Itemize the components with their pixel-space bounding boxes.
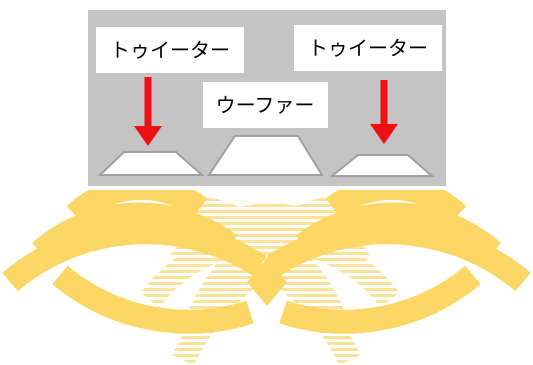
tweeter-icon [329,154,435,177]
left-tweeter-label-box [96,27,244,73]
left-tweeter-label: トゥイーター [110,38,230,62]
right-tweeter-label: トゥイーター [308,36,428,60]
woofer-label-box [203,82,328,128]
woofer-icon [207,135,324,176]
tweeter-icon [97,151,205,176]
right-tweeter-label-box [294,25,442,71]
sound-wave-icon [2,190,531,365]
arrow-down-icon [370,80,398,144]
woofer-label: ウーファー [216,93,315,117]
arrow-down-icon [134,77,162,146]
